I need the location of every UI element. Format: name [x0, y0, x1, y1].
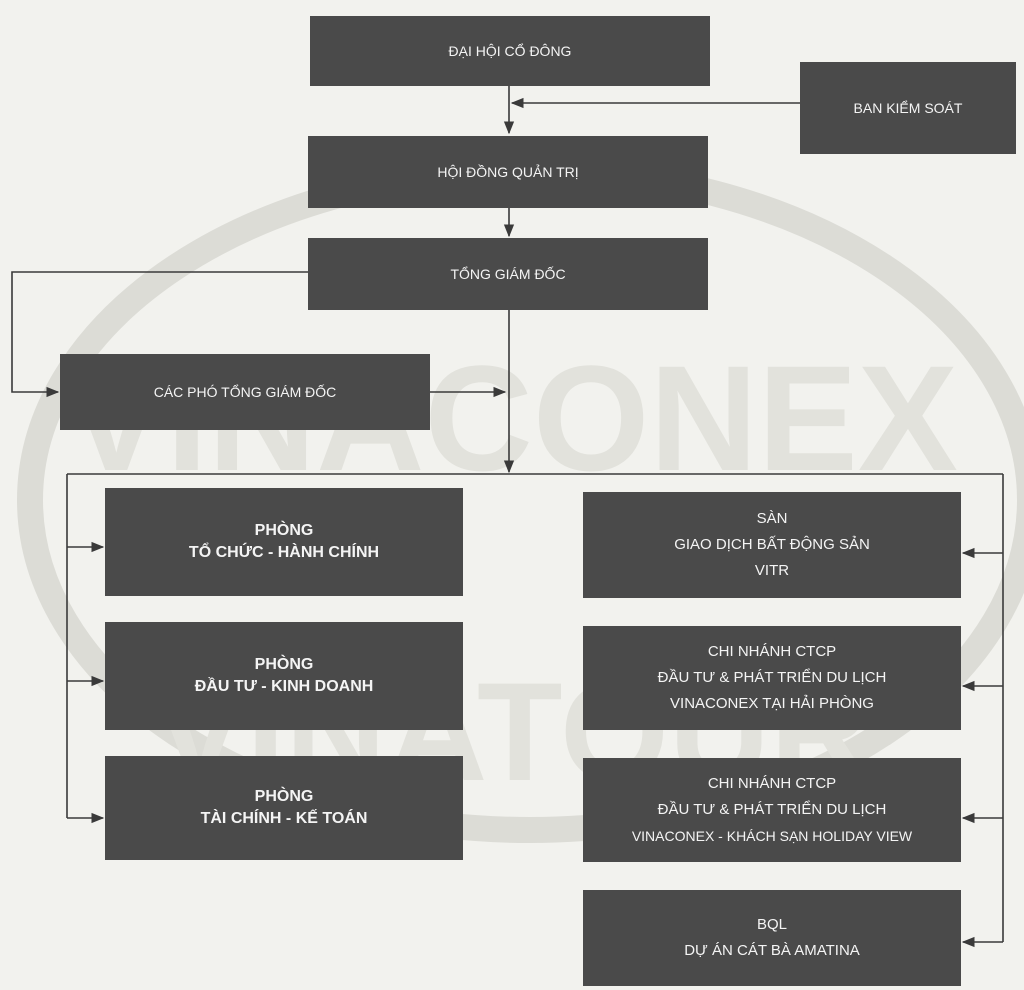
label-holiday-3: VINACONEX - KHÁCH SẠN HOLIDAY VIEW [631, 828, 913, 844]
label-exchange-1: SÀN [756, 510, 788, 527]
box-shareholders: ĐẠI HỘI CỔ ĐÔNG [310, 16, 710, 86]
label-exchange-3: VITR [754, 562, 790, 579]
label-board: HỘI ĐỒNG QUẢN TRỊ [437, 164, 579, 180]
label-dept-invest-1: PHÒNG [254, 656, 314, 673]
label-ceo: TỔNG GIÁM ĐỐC [450, 266, 566, 282]
label-dept-invest-2: ĐẦU TƯ - KINH DOANH [194, 678, 374, 695]
label-holiday-2: ĐẦU TƯ & PHÁT TRIỂN DU LỊCH [657, 801, 887, 818]
label-dept-admin-2: TỔ CHỨC - HÀNH CHÍNH [188, 544, 380, 561]
box-ceo: TỔNG GIÁM ĐỐC [308, 238, 708, 310]
label-haiphong-2: ĐẦU TƯ & PHÁT TRIỂN DU LỊCH [657, 669, 887, 686]
box-real-estate-exchange: SÀN GIAO DỊCH BẤT ĐỘNG SẢN VITR [583, 492, 961, 598]
box-project-catba: BQL DỰ ÁN CÁT BÀ AMATINA [583, 890, 961, 986]
box-dept-invest: PHÒNG ĐẦU TƯ - KINH DOANH [105, 622, 463, 730]
label-haiphong-1: CHI NHÁNH CTCP [707, 643, 837, 660]
box-branch-haiphong: CHI NHÁNH CTCP ĐẦU TƯ & PHÁT TRIỂN DU LỊ… [583, 626, 961, 730]
label-shareholders: ĐẠI HỘI CỔ ĐÔNG [448, 43, 572, 59]
label-holiday-1: CHI NHÁNH CTCP [707, 775, 837, 792]
label-catba-2: DỰ ÁN CÁT BÀ AMATINA [684, 942, 860, 959]
box-board: HỘI ĐỒNG QUẢN TRỊ [308, 136, 708, 208]
label-dept-admin-1: PHÒNG [254, 522, 314, 539]
label-exchange-2: GIAO DỊCH BẤT ĐỘNG SẢN [674, 536, 870, 553]
label-dept-finance-2: TÀI CHÍNH - KẾ TOÁN [200, 810, 368, 827]
label-haiphong-3: VINACONEX TẠI HẢI PHÒNG [670, 695, 874, 712]
label-deputy-ceos: CÁC PHÓ TỔNG GIÁM ĐỐC [153, 384, 337, 400]
box-dept-finance: PHÒNG TÀI CHÍNH - KẾ TOÁN [105, 756, 463, 860]
box-dept-admin: PHÒNG TỔ CHỨC - HÀNH CHÍNH [105, 488, 463, 596]
box-deputy-ceos: CÁC PHÓ TỔNG GIÁM ĐỐC [60, 354, 430, 430]
label-dept-finance-1: PHÒNG [254, 788, 314, 805]
box-branch-holiday: CHI NHÁNH CTCP ĐẦU TƯ & PHÁT TRIỂN DU LỊ… [583, 758, 961, 862]
label-supervisory: BAN KIỂM SOÁT [853, 100, 963, 116]
box-supervisory: BAN KIỂM SOÁT [800, 62, 1016, 154]
label-catba-1: BQL [756, 916, 787, 933]
connector-ceo-deputy [11, 271, 308, 398]
